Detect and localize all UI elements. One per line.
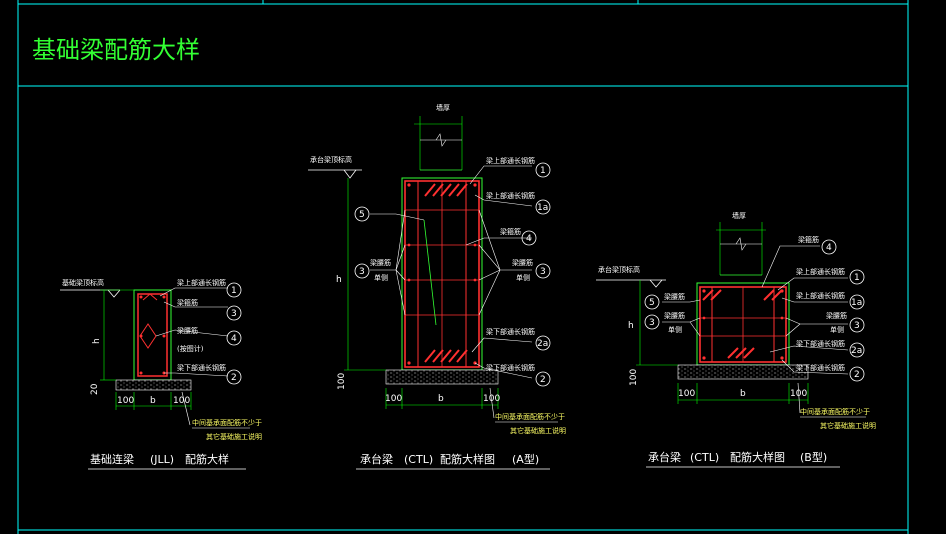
d3-caption-c: 配筋大样图 <box>730 450 785 464</box>
d3-note1: 中间基承面配筋不少于 <box>800 407 870 416</box>
d3-top-width: 墙厚 <box>732 211 746 220</box>
d3-label-left3: 单侧 <box>668 325 682 334</box>
d1-h: h <box>92 338 102 344</box>
d2-label-stirrup: 梁箍筋 <box>500 227 521 236</box>
d2-d100: 100 <box>337 373 347 390</box>
d3-label-right2: 单侧 <box>830 325 844 334</box>
d2-callout-4: 4 <box>526 234 532 244</box>
d3-callout-2a: 2a <box>851 346 862 356</box>
d1-callout-2: 2 <box>231 373 237 383</box>
d1-d20: 20 <box>90 383 100 395</box>
d2-label-top: 梁上部通长钢筋 <box>486 156 535 165</box>
d3-note2: 其它基础施工说明 <box>820 421 876 430</box>
d3-cushion <box>677 364 809 380</box>
d1-dim-right: 100 <box>173 396 190 406</box>
d1-caption-b: (JLL) <box>150 453 174 466</box>
d2-label-bot1: 梁下部通长钢筋 <box>486 327 535 336</box>
d1-beam-outline <box>133 289 172 381</box>
d2-dim-left: 100 <box>385 394 402 404</box>
d2-top-width: 墙厚 <box>436 103 450 112</box>
d1-caption-c: 配筋大样 <box>185 452 229 466</box>
d3-h: h <box>628 321 634 331</box>
d1-top-label: 基础梁顶标高 <box>62 278 104 287</box>
d1-cushion <box>115 379 192 391</box>
d2-cushion <box>385 369 499 385</box>
d3-caption-d: (B型) <box>800 450 827 464</box>
d1-note2: 其它基础施工说明 <box>206 432 262 441</box>
d1-note1: 中间基承面配筋不少于 <box>192 418 262 427</box>
d3-label-top: 梁上部通长钢筋 <box>796 267 845 276</box>
d3-label-right1: 梁腰筋 <box>826 311 847 320</box>
d2-dim-b: b <box>438 394 444 404</box>
d2-callout-5: 5 <box>359 210 365 220</box>
d1-label-top-rebar: 梁上部通长钢筋 <box>177 278 226 287</box>
d3-label-stirrup-top: 梁箍筋 <box>798 235 819 244</box>
d3-label-left1: 梁腰筋 <box>664 292 685 301</box>
d1-stirrup <box>137 293 168 377</box>
d1-label-waist: 梁腰筋 <box>177 326 198 335</box>
d2-callout-2: 2 <box>540 375 546 385</box>
d1-label-stirrup: 梁箍筋 <box>177 298 198 307</box>
d2-note1: 中间基承面配筋不少于 <box>495 412 565 421</box>
d1-dim-b: b <box>150 396 156 406</box>
d3-caption-b: (CTL) <box>690 451 719 464</box>
d2-label-waist-right1: 梁腰筋 <box>512 258 533 267</box>
d2-caption-c: 配筋大样图 <box>440 452 495 466</box>
d1-dim-left: 100 <box>117 396 134 406</box>
d3-d100: 100 <box>629 369 639 386</box>
d2-h: h <box>336 275 342 285</box>
d3-dim-left: 100 <box>678 389 695 399</box>
d1-callout-4: 4 <box>231 334 237 344</box>
d2-callout-3: 3 <box>540 267 546 277</box>
d2-label-top2: 梁上部通长钢筋 <box>486 191 535 200</box>
d3-label-top2: 梁上部通长钢筋 <box>796 291 845 300</box>
d2-label-waist-left2: 单侧 <box>374 273 388 282</box>
detail-jll: 基础梁顶标高 h 20 100 b 100 中间基承面配筋不少 <box>60 278 262 470</box>
d3-callout-3: 3 <box>854 321 860 331</box>
d2-caption-a: 承台梁 <box>360 452 393 466</box>
d3-top-label: 承台梁顶标高 <box>598 265 640 274</box>
detail-ctl-b: 墙厚 承台梁顶标高 <box>596 211 876 468</box>
d2-note2: 其它基础施工说明 <box>510 426 566 435</box>
d3-callout-5: 5 <box>649 298 655 308</box>
d2-top-label: 承台梁顶标高 <box>310 155 352 164</box>
d1-label-calc: (按图计) <box>177 344 204 353</box>
d2-caption-d: (A型) <box>512 452 539 466</box>
d3-callout-4: 4 <box>826 243 832 253</box>
d3-callout-3-left: 3 <box>649 318 655 328</box>
d1-callout-3: 3 <box>231 309 237 319</box>
page-title: 基础梁配筋大样 <box>32 36 200 64</box>
detail-ctl-a: 墙厚 承台梁顶标高 <box>308 103 566 470</box>
d3-dim-b: b <box>740 389 746 399</box>
d2-label-waist-left1: 梁腰筋 <box>370 258 391 267</box>
d3-callout-2: 2 <box>854 370 860 380</box>
d3-label-bot1: 梁下部通长钢筋 <box>796 339 845 348</box>
d3-label-bot2: 梁下部通长钢筋 <box>796 363 845 372</box>
d2-callout-2a: 2a <box>537 339 548 349</box>
d3-callout-1: 1 <box>854 273 860 283</box>
d3-caption-a: 承台梁 <box>648 450 681 464</box>
d2-callout-1a: 1a <box>537 203 548 213</box>
d2-callout-3-left: 3 <box>359 267 365 277</box>
d3-label-left2: 梁腰筋 <box>664 311 685 320</box>
d2-callout-1: 1 <box>540 166 546 176</box>
d1-label-bottom-rebar: 梁下部通长钢筋 <box>177 363 226 372</box>
d2-caption-b: (CTL) <box>404 453 433 466</box>
d2-label-bot2: 梁下部通长钢筋 <box>486 363 535 372</box>
d2-label-waist-right2: 单侧 <box>516 273 530 282</box>
d1-caption-a: 基础连梁 <box>90 452 134 466</box>
d1-callout-1: 1 <box>231 286 237 296</box>
drawing-frame <box>17 0 909 534</box>
d3-callout-1a: 1a <box>851 298 862 308</box>
